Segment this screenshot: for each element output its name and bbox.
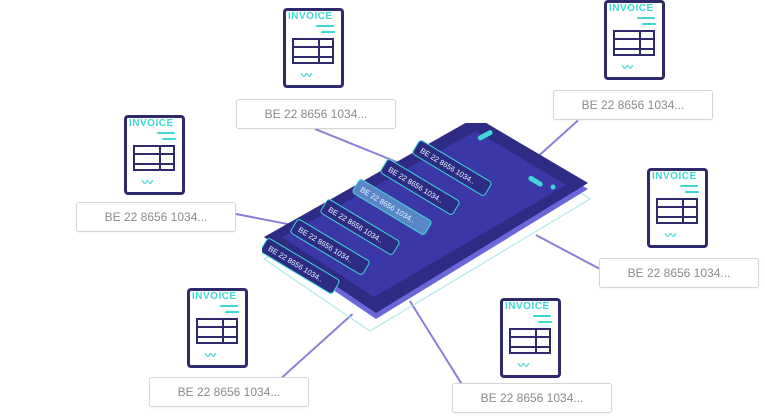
phone-list-item-box [352,179,432,235]
invoice-title: INVOICE [129,118,174,129]
phone-list-item-box [290,219,370,275]
iban-value: BE 22 8656 1034... [104,210,208,224]
invoice-document-icon: INVOICE 〰 [647,168,708,248]
invoice-line [321,31,335,33]
iban-value: BE 22 8656 1034... [581,98,685,112]
invoice-line [642,23,656,25]
invoice-table-icon [196,318,238,344]
iban-value: BE 22 8656 1034... [177,385,281,399]
invoice-line [225,311,239,313]
invoice-line [157,132,175,134]
invoice-table-icon [509,328,551,354]
iban-value: BE 22 8656 1034... [627,266,731,280]
invoice-wave-icon: 〰 [142,177,153,189]
invoice-line [685,191,699,193]
iban-field[interactable]: BE 22 8656 1034... [236,99,396,129]
invoice-table-icon [613,30,655,56]
iban-value: BE 22 8656 1034... [480,391,584,405]
invoice-document-icon: INVOICE 〰 [124,115,185,195]
iban-field[interactable]: BE 22 8656 1034... [553,90,713,120]
invoice-wave-icon: 〰 [301,70,312,82]
iban-field[interactable]: BE 22 8656 1034... [149,377,309,407]
invoice-document-icon: INVOICE 〰 [604,0,665,80]
invoice-document-icon: INVOICE 〰 [283,8,344,88]
invoice-title: INVOICE [652,171,697,182]
invoice-line [316,25,334,27]
invoice-sheet [647,168,708,248]
phone-list-item-box [380,159,460,215]
phone-list-item-box [262,238,340,294]
invoice-wave-icon: 〰 [518,360,529,372]
invoice-table-icon [292,38,334,64]
invoice-line [680,185,698,187]
iban-field[interactable]: BE 22 8656 1034... [76,202,236,232]
invoice-document-icon: INVOICE 〰 [500,298,561,378]
invoice-table-icon [656,198,698,224]
invoice-document-icon: INVOICE 〰 [187,288,248,368]
iban-field[interactable]: BE 22 8656 1034... [599,258,759,288]
iban-field[interactable]: BE 22 8656 1034... [452,383,612,413]
invoice-line [533,315,551,317]
invoice-title: INVOICE [609,3,654,14]
invoice-wave-icon: 〰 [665,230,676,242]
invoice-line [220,305,238,307]
invoice-line [538,321,552,323]
invoice-title: INVOICE [192,291,237,302]
invoice-wave-icon: 〰 [622,62,633,74]
invoice-title: INVOICE [505,301,550,312]
invoice-line [162,138,176,140]
phone-list-item-box [412,140,492,196]
invoice-wave-icon: 〰 [205,350,216,362]
invoice-table-icon [133,145,175,171]
invoice-line [637,17,655,19]
invoice-title: INVOICE [288,11,333,22]
phone-list-item-box [320,199,400,255]
iban-value: BE 22 8656 1034... [264,107,368,121]
phone-illustration: BE 22 8656 1034..BE 22 8656 1034..BE 22 … [262,123,591,332]
